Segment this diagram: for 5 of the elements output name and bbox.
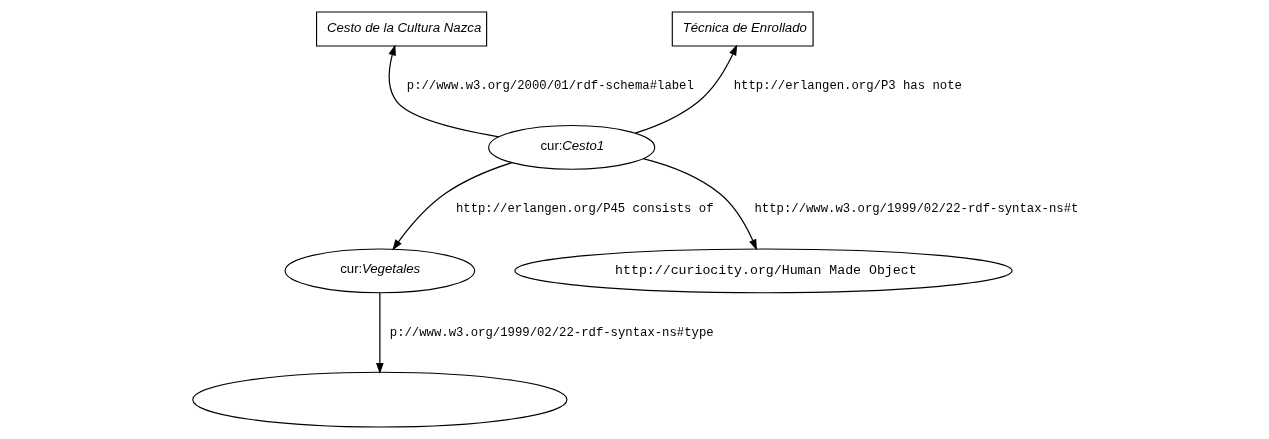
edge-label: http://erlangen.org/P3 has note [733,78,962,93]
edge-label: p://www.w3.org/2000/01/rdf-schema#label [406,78,694,93]
edge-label: http://erlangen.org/P45 consists of [455,202,714,217]
edge-label: p://www.w3.org/1999/02/22-rdf-syntax-ns#type [389,325,714,340]
edge-label: http://www.w3.org/1999/02/22-rdf-syntax-ns#t [754,202,1079,217]
